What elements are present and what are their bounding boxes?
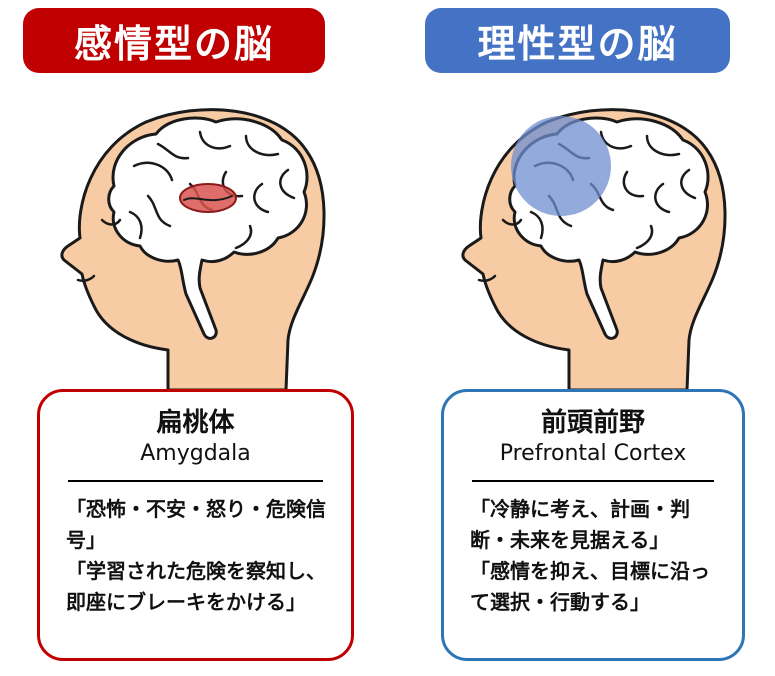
prefrontal-cortex-info-card: 前頭前野 Prefrontal Cortex 「冷静に考え、計画・判断・未来を見… [441,389,745,661]
amygdala-name: 扁桃体 [156,408,235,438]
prefrontal-cortex-english-name: Prefrontal Cortex [499,441,687,466]
rational-brain-title: 理性型の脳 [425,8,730,73]
amygdala-highlight [179,183,237,213]
prefrontal-cortex-highlight [511,116,611,216]
prefrontal-cortex-name: 前頭前野 [540,408,645,438]
emotional-brain-title: 感情型の脳 [23,8,325,73]
amygdala-description: 「恐怖・不安・怒り・危険信号」 「学習された危険を察知し、即座にブレーキをかける… [66,497,326,614]
emotional-head-illustration [60,108,326,392]
rational-head-illustration [461,108,727,392]
card-divider [68,480,323,482]
card-divider [472,480,714,482]
amygdala-english-name: Amygdala [140,441,251,466]
brain-icon [107,116,309,340]
prefrontal-cortex-description: 「冷静に考え、計画・判断・未来を見据える」 「感情を抑え、目標に沿って選択・行動… [470,497,710,614]
amygdala-info-card: 扁桃体 Amygdala 「恐怖・不安・怒り・危険信号」 「学習された危険を察知… [37,389,354,661]
